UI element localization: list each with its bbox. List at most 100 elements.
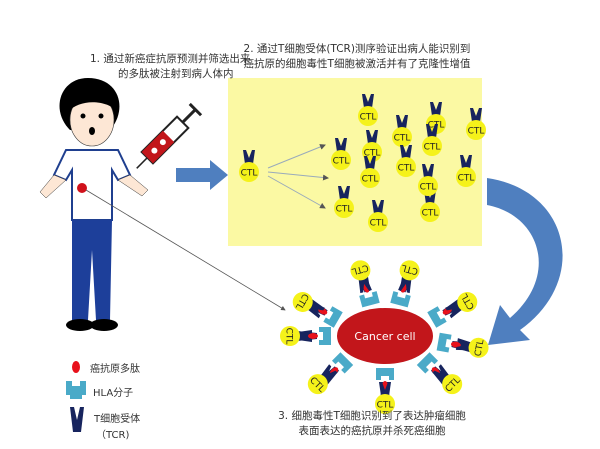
ctl-label: CTL [241,169,258,179]
tcr-icon [396,115,408,129]
big-arrow-right [176,160,228,190]
ctl-body [456,167,476,187]
ctl-body [396,157,416,177]
ctl-cell: CTL [375,382,395,414]
step2-caption: 2. 通过T细胞受体(TCR)测序验证出病人能识别到 癌抗原的细胞毒性T细胞被激… [222,42,492,72]
peptide-icon [308,333,318,339]
ctl-cell: CTL [392,115,412,147]
step3-caption: 3. 细胞毒性T细胞识别到了表达肿瘤细胞 表面表达的癌抗原并杀死癌细胞 [262,409,482,439]
ctl-label: CTL [360,113,377,123]
step1-line1: 1. 通过新癌症抗原预测并筛选出来 [90,53,251,65]
ctl-label: CTL [420,183,437,193]
step1-caption: 1. 通过新癌症抗原预测并筛选出来 的多肽被注射到病人体内 [90,52,250,82]
ctl-cell: CTL [350,260,372,294]
ctl-label: CTL [351,262,370,276]
ctl-body [280,326,300,346]
ctl-body [307,374,328,395]
ctl-cell: CTL [368,200,388,232]
ctl-body [442,374,463,395]
tcr-icon [460,155,472,169]
cancer-cell-label: Cancer cell [354,330,415,343]
clone-arrow [267,175,326,209]
ctl-body [334,198,354,218]
tcr-icon [364,156,376,170]
tcr-icon [362,94,374,108]
tcr-icon [398,277,412,294]
tcr-icon [298,330,312,342]
hla-icon [390,291,411,308]
ctl-body [358,106,378,126]
ctl-label: CTL [377,401,394,411]
ctl-label: CTL [284,328,294,345]
ctl-label: CTL [401,262,420,276]
ctl-cell: CTL [445,291,478,319]
hla-icon [66,381,86,399]
tcr-icon [243,150,255,164]
syringe-icon [136,102,203,169]
legend-tcr-line1: T细胞受体 [94,414,141,425]
ctl-cell: CTL [432,364,463,395]
tcr-icon [470,108,482,122]
tcr-icon [335,138,347,152]
tcr-icon [426,124,438,138]
ctl-cell: CTL [334,186,354,218]
ctl-body [466,120,486,140]
ctl-body [331,150,351,170]
ctl-body [239,162,259,182]
ctl-cell: CTL [307,364,338,395]
tcr-icon [400,145,412,159]
step3-line2: 表面表达的癌抗原并杀死癌细胞 [298,425,446,437]
ctl-label: CTL [422,209,439,219]
hla-icon [436,332,452,353]
ctl-body [457,292,478,312]
ctl-cell: CTL [292,291,325,319]
tcr-icon [338,186,350,200]
ctl-label: CTL [336,205,353,215]
pointer-line [85,189,286,311]
ctl-label: CTL [362,175,379,185]
ctl-label: CTL [364,149,381,159]
tcr-icon [455,338,472,351]
hla-complex [297,327,331,345]
ctl-label: CTL [458,174,475,184]
tcr-icon [445,302,463,319]
hla-icon [427,306,447,328]
ctl-cell: CTL [358,94,378,126]
ctl-body [350,260,371,281]
ctl-cell: CTL [418,164,438,196]
ctl-body [375,394,395,414]
tcr-icon [379,382,391,396]
peptide-icon [72,361,80,373]
ctl-cell: CTL [360,156,380,188]
clone-arrow [267,144,326,169]
ctl-cell: CTL [396,145,416,177]
ctl-body [418,176,438,196]
tcr-icon [422,164,434,178]
tcr-icon [358,277,372,294]
legend-tcr-line2: （TCR) [96,430,130,441]
hla-icon [323,306,343,328]
hla-icon [376,368,394,380]
ctl-body [422,136,442,156]
hla-icon [319,327,331,345]
ctl-body [399,260,420,281]
tcr-icon [366,130,378,144]
big-curved-arrow [487,178,563,345]
tcr-icon [432,364,450,382]
ctl-cell: CTL [239,150,259,182]
ctl-body [368,212,388,232]
ctl-body [360,168,380,188]
step3-line1: 3. 细胞毒性T细胞识别到了表达肿瘤细胞 [278,410,466,422]
tcr-icon [70,407,84,432]
tcr-icon [430,102,442,116]
legend-hla: HLA分子 [93,388,134,399]
ctl-cell: CTL [398,260,420,294]
ctl-body [292,292,313,312]
ctl-cell: CTL [280,326,312,346]
ctl-cell: CTL [455,337,489,358]
step1-line2: 的多肽被注射到病人体内 [118,68,234,80]
clone-arrow [267,171,329,181]
ctl-cell: CTL [466,108,486,140]
